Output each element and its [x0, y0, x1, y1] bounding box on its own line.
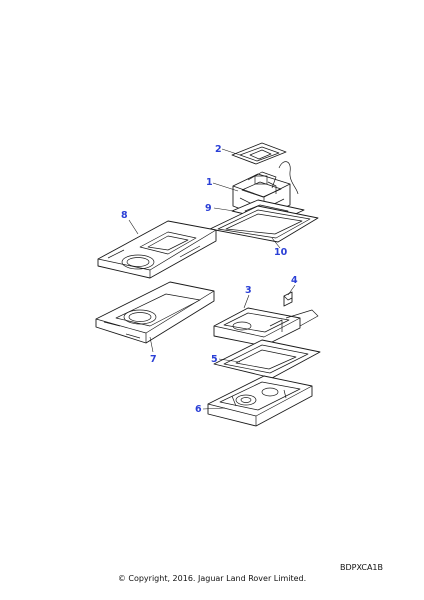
part-8-upper-console-panel	[97, 220, 217, 279]
part-6-base-tray	[207, 375, 313, 427]
callout-10: 10	[274, 247, 288, 258]
part-5-frame	[213, 339, 321, 379]
part-7-console-base-panel	[95, 281, 215, 344]
part-4-bracket	[283, 291, 293, 307]
part-3-tray	[213, 307, 319, 347]
part-2-gaiter	[231, 142, 287, 165]
callout-9: 9	[205, 203, 212, 214]
reference-code: BDPXCA1B	[340, 563, 384, 572]
callout-4: 4	[291, 275, 298, 286]
callouts: 1 2 3 4 5 6 7 8 9 10	[121, 144, 298, 415]
callout-5: 5	[211, 354, 218, 365]
callout-3: 3	[245, 285, 252, 296]
callout-8: 8	[121, 210, 128, 221]
callout-6: 6	[195, 404, 202, 415]
callout-2: 2	[215, 144, 222, 155]
callout-1: 1	[206, 177, 213, 188]
copyright-notice: © Copyright, 2016. Jaguar Land Rover Lim…	[117, 574, 307, 583]
leader-lines	[128, 148, 296, 410]
callout-7: 7	[150, 354, 157, 365]
part-10-gasket	[209, 205, 319, 243]
